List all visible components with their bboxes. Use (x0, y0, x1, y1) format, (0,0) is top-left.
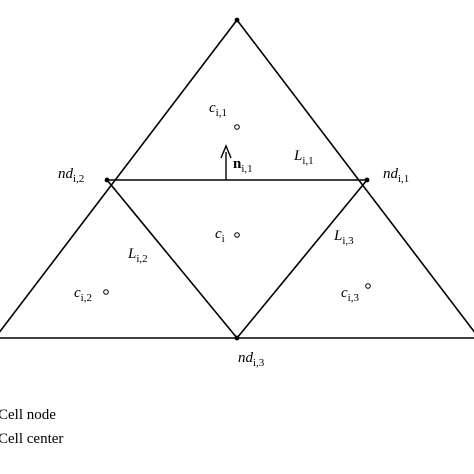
cell-node-nd-i3 (234, 335, 240, 341)
cell-node-nd-i2 (104, 177, 110, 183)
cell-center-c-i1 (234, 124, 240, 130)
cell-center-c-i3 (365, 283, 371, 289)
label-L-i3: Li,3 (333, 228, 354, 247)
edge-L-i3 (236, 179, 368, 339)
label-nd-i2: ndi,2 (58, 166, 84, 185)
cell-center-c-i (234, 232, 240, 238)
legend-cell-node: Cell node (0, 407, 56, 423)
cell-center-c-i2 (103, 289, 109, 295)
label-n-i1: ni,1 (233, 156, 253, 175)
edge-L-i2 (106, 179, 238, 339)
label-nd-i1: ndi,1 (383, 166, 409, 185)
label-c-i: ci (215, 226, 225, 245)
cell-node-nd-i1 (364, 177, 370, 183)
label-nd-i3: ndi,3 (238, 350, 265, 369)
legend-cell-center: Cell center (0, 431, 63, 447)
arrow-head-icon (220, 144, 232, 159)
edge-top-left (0, 19, 238, 333)
label-c-i2: ci,2 (74, 285, 92, 304)
edge-top-right (236, 19, 474, 333)
cell-node-top (234, 17, 240, 23)
label-L-i2: Li,2 (127, 246, 148, 265)
label-L-i1: Li,1 (293, 148, 314, 167)
label-c-i1: ci,1 (209, 100, 227, 119)
label-c-i3: ci,3 (341, 285, 359, 304)
